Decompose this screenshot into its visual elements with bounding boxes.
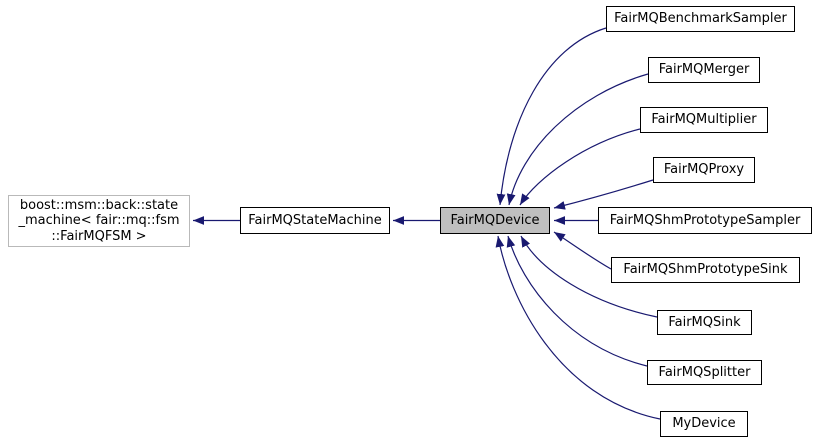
node-fairmqbenchmarksampler[interactable]: FairMQBenchmarkSampler [606, 6, 795, 32]
node-fairmqproxy[interactable]: FairMQProxy [653, 157, 755, 183]
node-fairmqsink[interactable]: FairMQSink [657, 310, 752, 335]
node-fairmqstatemachine-label: FairMQStateMachine [248, 212, 382, 228]
edge-multiplier-to-device [519, 128, 641, 206]
node-mydevice[interactable]: MyDevice [660, 411, 748, 437]
node-mydevice-label: MyDevice [672, 416, 736, 432]
node-fairmqshmprototypesampler[interactable]: FairMQShmPrototypeSampler [598, 207, 812, 234]
node-fairmqproxy-label: FairMQProxy [663, 162, 745, 178]
node-fairmqsink-label: FairMQSink [668, 314, 741, 330]
node-fairmqmerger-label: FairMQMerger [658, 62, 750, 78]
node-fairmqsplitter-label: FairMQSplitter [658, 364, 751, 380]
node-fairmqmerger[interactable]: FairMQMerger [648, 57, 760, 83]
node-fairmqdevice-label: FairMQDevice [450, 212, 540, 228]
edge-merger-to-device [506, 73, 649, 206]
node-boost-msm-state-machine: boost::msm::back::state _machine< fair::… [8, 195, 190, 247]
edge-splitter-to-device [506, 235, 648, 367]
node-boost-msm-state-machine-label: boost::msm::back::state _machine< fair::… [18, 198, 180, 244]
node-fairmqshmprototypesink-label: FairMQShmPrototypeSink [623, 262, 788, 278]
node-fairmqshmprototypesampler-label: FairMQShmPrototypeSampler [609, 212, 801, 228]
node-fairmqmultiplier-label: FairMQMultiplier [651, 112, 757, 128]
node-fairmqbenchmarksampler-label: FairMQBenchmarkSampler [614, 11, 787, 27]
node-fairmqstatemachine[interactable]: FairMQStateMachine [240, 207, 390, 234]
edge-shmprototypesink-to-device [553, 231, 612, 270]
node-fairmqshmprototypesink[interactable]: FairMQShmPrototypeSink [611, 257, 800, 283]
edge-proxy-to-device [553, 179, 654, 210]
edge-sink-to-device [520, 235, 658, 318]
node-fairmqdevice[interactable]: FairMQDevice [440, 207, 550, 234]
node-fairmqmultiplier[interactable]: FairMQMultiplier [640, 107, 768, 133]
node-fairmqsplitter[interactable]: FairMQSplitter [647, 360, 762, 385]
edge-benchmarksampler-to-device [496, 27, 607, 206]
edge-mydevice-to-device [495, 235, 661, 420]
